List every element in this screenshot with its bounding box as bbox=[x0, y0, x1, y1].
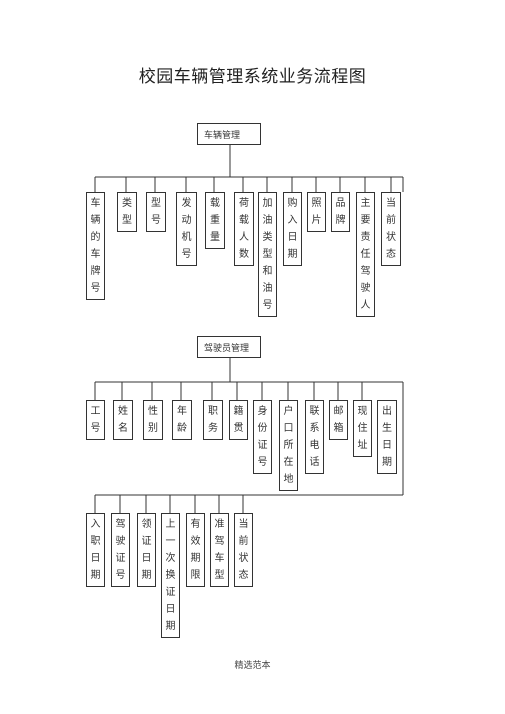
driver-attribute-box-6: 籍贯 bbox=[229, 400, 248, 440]
driver-attribute-box-row2-6: 准驾车型 bbox=[210, 513, 229, 587]
driver-attribute-box-3: 性别 bbox=[143, 400, 163, 440]
driver-attribute-box-4: 年龄 bbox=[172, 400, 192, 440]
vehicle-attribute-box-5: 载重量 bbox=[205, 192, 225, 249]
driver-attribute-box-12: 出生日期 bbox=[377, 400, 397, 474]
vehicle-attribute-box-7: 加油类型和油号 bbox=[258, 192, 277, 317]
footer-text: 精选范本 bbox=[234, 661, 271, 671]
driver-attribute-box-11: 现住址 bbox=[353, 400, 372, 457]
driver-attribute-box-1: 工号 bbox=[86, 400, 105, 440]
driver-attribute-box-5: 职务 bbox=[203, 400, 223, 440]
vehicle-attribute-box-10: 品牌 bbox=[331, 192, 350, 232]
vehicle-attribute-box-4: 发动机号 bbox=[176, 192, 197, 266]
driver-attribute-box-8: 户口所在地 bbox=[279, 400, 298, 491]
driver-attribute-box-10: 邮箱 bbox=[329, 400, 348, 440]
driver-attribute-box-7: 身份证号 bbox=[253, 400, 272, 474]
vehicle-attribute-box-6: 荷载人数 bbox=[234, 192, 254, 266]
vehicle-attribute-box-3: 型号 bbox=[146, 192, 166, 232]
driver-attribute-box-2: 姓名 bbox=[113, 400, 133, 440]
vehicle-attribute-box-1: 车辆的车牌号 bbox=[86, 192, 105, 300]
driver-management-root: 驾驶员管理 bbox=[197, 336, 261, 358]
driver-attribute-box-row2-7: 当前状态 bbox=[234, 513, 253, 587]
vehicle-attribute-box-9: 照片 bbox=[307, 192, 326, 232]
driver-attribute-box-row2-1: 入职日期 bbox=[86, 513, 105, 587]
driver-attribute-box-9: 联系电话 bbox=[305, 400, 324, 474]
vehicle-management-root: 车辆管理 bbox=[197, 123, 261, 145]
vehicle-attribute-box-12: 当前状态 bbox=[381, 192, 401, 266]
driver-attribute-box-row2-2: 驾驶证号 bbox=[111, 513, 130, 587]
driver-attribute-box-row2-5: 有效期限 bbox=[186, 513, 205, 587]
vehicle-attribute-box-11: 主要责任驾驶人 bbox=[356, 192, 375, 317]
driver-attribute-box-row2-4: 上一次换证日期 bbox=[161, 513, 180, 638]
page-title: 校园车辆管理系统业务流程图 bbox=[138, 67, 367, 87]
driver-attribute-box-row2-3: 领证日期 bbox=[137, 513, 156, 587]
vehicle-attribute-box-2: 类型 bbox=[117, 192, 137, 232]
vehicle-attribute-box-8: 购入日期 bbox=[283, 192, 302, 266]
